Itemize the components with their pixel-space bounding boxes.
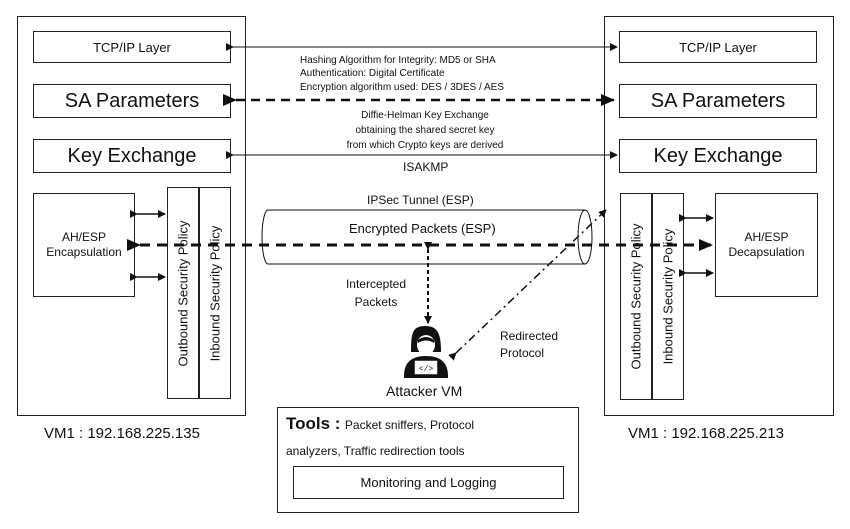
diffie-hellman-line3: from which Crypto keys are derived bbox=[346, 140, 504, 151]
right-decapsulation-label: AH/ESP Decapsulation bbox=[728, 230, 805, 259]
hacker-icon: </> bbox=[404, 326, 448, 378]
right-decapsulation-box: AH/ESP Decapsulation bbox=[715, 193, 818, 297]
right-tcpip-layer: TCP/IP Layer bbox=[619, 31, 817, 63]
tools-title: Tools : bbox=[286, 414, 341, 433]
left-encapsulation-box: AH/ESP Encapsulation bbox=[33, 193, 135, 297]
right-outbound-policy: Outbound Security Policy bbox=[620, 193, 652, 400]
hash-label: Hashing Algorithm for Integrity: MD5 or … bbox=[300, 55, 496, 66]
left-inbound-policy: Inbound Security Policy bbox=[199, 187, 231, 399]
left-tcpip-layer: TCP/IP Layer bbox=[33, 31, 231, 63]
left-outbound-policy: Outbound Security Policy bbox=[167, 187, 199, 399]
tools-list-part1: Packet sniffers, Protocol bbox=[344, 418, 475, 432]
ipsec-tunnel bbox=[261, 209, 593, 265]
tools-list-part2: analyzers, Traffic redirection tools bbox=[286, 444, 465, 458]
right-key-exchange: Key Exchange bbox=[619, 139, 817, 173]
left-vm-label: VM1 : 192.168.225.135 bbox=[44, 425, 200, 442]
redirected-label-line1: Redirected bbox=[500, 329, 559, 343]
left-encapsulation-label: AH/ESP Encapsulation bbox=[46, 230, 122, 259]
left-key-exchange: Key Exchange bbox=[33, 139, 231, 173]
ipsec-tunnel-label: IPSec Tunnel (ESP) bbox=[367, 193, 474, 207]
diffie-hellman-line2: obtaining the shared secret key bbox=[355, 125, 495, 136]
monitoring-logging-box: Monitoring and Logging bbox=[293, 466, 564, 499]
right-sa-parameters: SA Parameters bbox=[619, 84, 817, 118]
auth-label: Authentication: Digital Certificate bbox=[300, 68, 445, 79]
encryption-label: Encryption algorithm used: DES / 3DES / … bbox=[300, 82, 504, 93]
diffie-hellman-line1: Diffie-Helman Key Exchange bbox=[361, 110, 489, 121]
redirected-protocol-arrow bbox=[448, 209, 607, 361]
tools-line1: Tools : Packet sniffers, Protocol bbox=[286, 414, 574, 434]
isakmp-label: ISAKMP bbox=[403, 160, 449, 174]
redirected-label-line2: Protocol bbox=[500, 346, 545, 360]
encrypted-packets-label: Encrypted Packets (ESP) bbox=[349, 221, 496, 236]
intercepted-label-line2: Packets bbox=[354, 295, 398, 309]
right-inbound-policy: Inbound Security Policy bbox=[652, 193, 684, 400]
intercepted-label-line1: Intercepted bbox=[345, 277, 407, 291]
attacker-vm-label: Attacker VM bbox=[386, 383, 463, 399]
svg-text:</>: </> bbox=[419, 365, 434, 374]
right-vm-label: VM1 : 192.168.225.213 bbox=[628, 425, 784, 442]
